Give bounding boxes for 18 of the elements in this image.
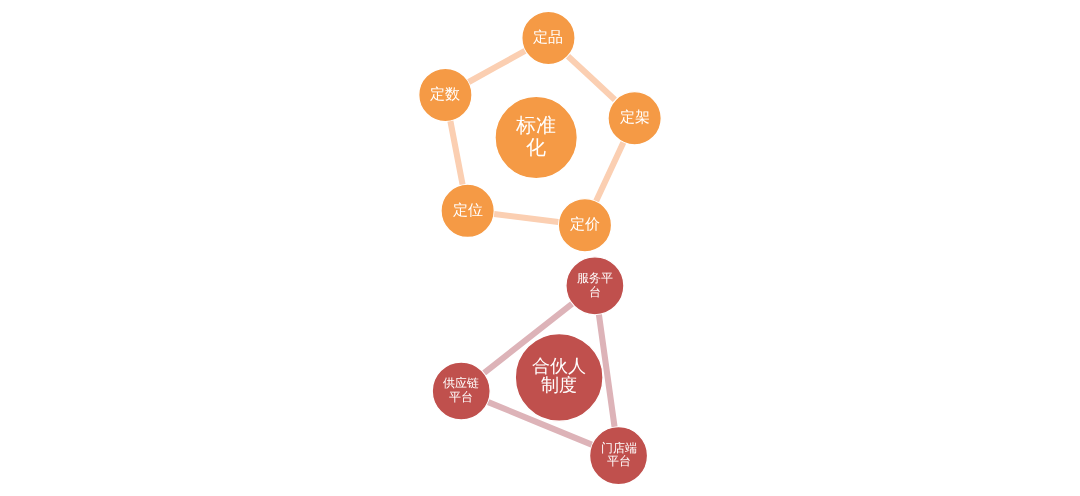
connector [447,120,466,186]
node-circle: 标准化 [494,95,578,180]
node-circle: 定位 [440,183,495,239]
node-circle: 定品 [521,10,576,66]
connector [595,314,618,428]
connector [493,211,559,225]
connector [593,141,627,203]
connector [487,399,593,448]
connector [482,301,574,376]
node-circle: 供应链平台 [431,361,491,421]
node-circle: 定架 [607,90,662,146]
node-circle: 门店端平台 [588,426,649,486]
node-circle: 定价 [557,197,613,253]
node-circle: 合伙人制度 [514,332,604,422]
node-circle: 定数 [418,67,473,123]
node-circle: 服务平台 [565,256,625,316]
connector [565,53,617,103]
connector [467,48,527,85]
